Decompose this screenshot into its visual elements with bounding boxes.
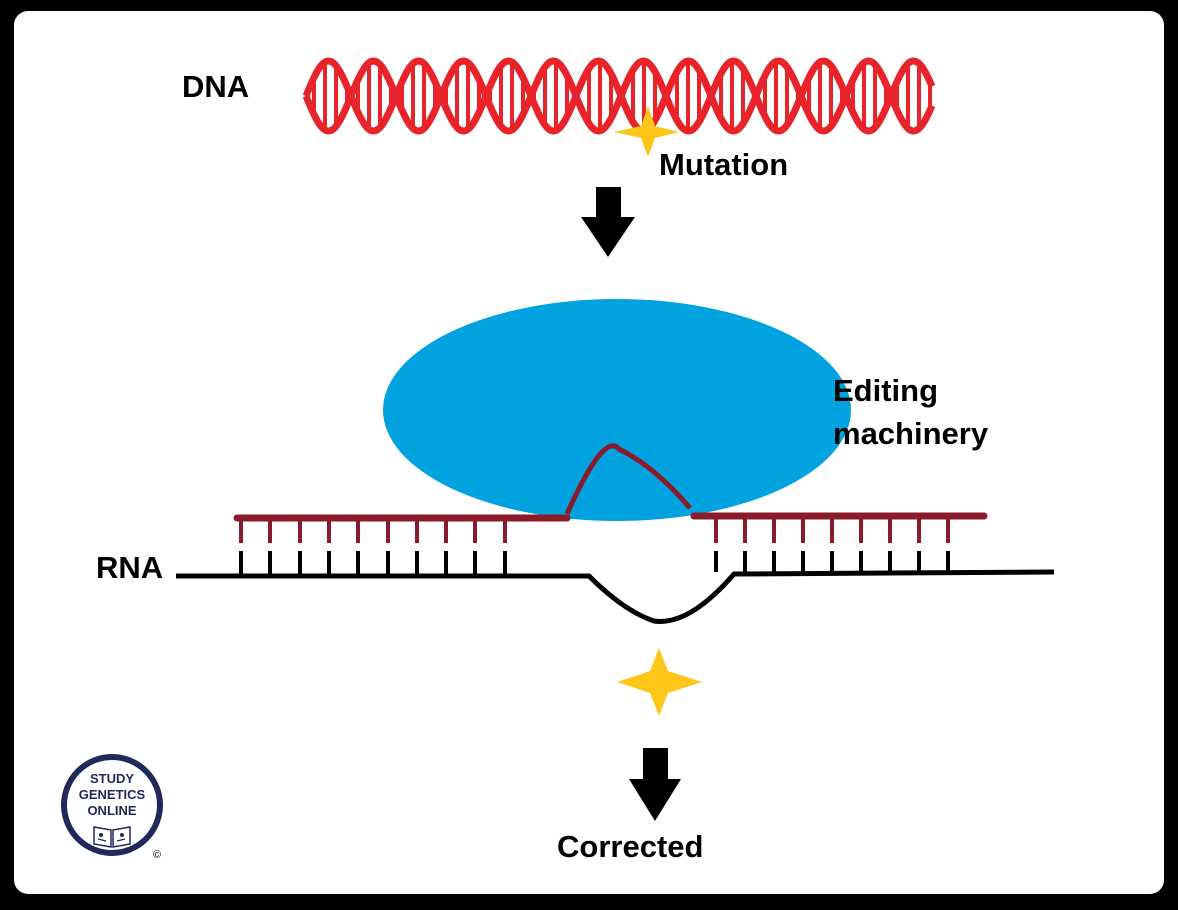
mutation-label: Mutation — [659, 147, 789, 182]
arrow-down-icon — [629, 748, 681, 821]
dna-label: DNA — [182, 69, 250, 104]
editing-machinery-ellipse — [383, 299, 851, 521]
editing-label-line1: Editing — [833, 373, 939, 408]
study-genetics-online-logo: STUDY GENETICS ONLINE — [60, 753, 164, 857]
dna-strand-b — [302, 57, 936, 135]
logo-line2: GENETICS — [78, 787, 146, 802]
dna-helix — [302, 57, 936, 135]
diagram-canvas — [176, 57, 1055, 821]
mutation-star-icon — [614, 106, 679, 157]
book-icon — [93, 826, 131, 848]
arrow-down-icon — [581, 187, 635, 257]
editing-label-line2: machinery — [833, 416, 989, 451]
logo-line1: STUDY — [89, 771, 135, 786]
logo-line3: ONLINE — [87, 803, 137, 818]
copyright-symbol: © — [153, 849, 162, 861]
rna-strand — [176, 551, 1055, 624]
corrected-star-icon — [617, 648, 702, 716]
dna-strand-a — [302, 57, 936, 135]
rna-label: RNA — [96, 550, 164, 585]
guide-strand — [233, 443, 988, 543]
corrected-label: Corrected — [557, 829, 704, 864]
diagram-card: DNA Mutation Editing machinery RNA Corre… — [14, 11, 1164, 894]
logo-ring — [61, 754, 163, 856]
editing-machinery-label: Editing machinery — [833, 369, 988, 455]
